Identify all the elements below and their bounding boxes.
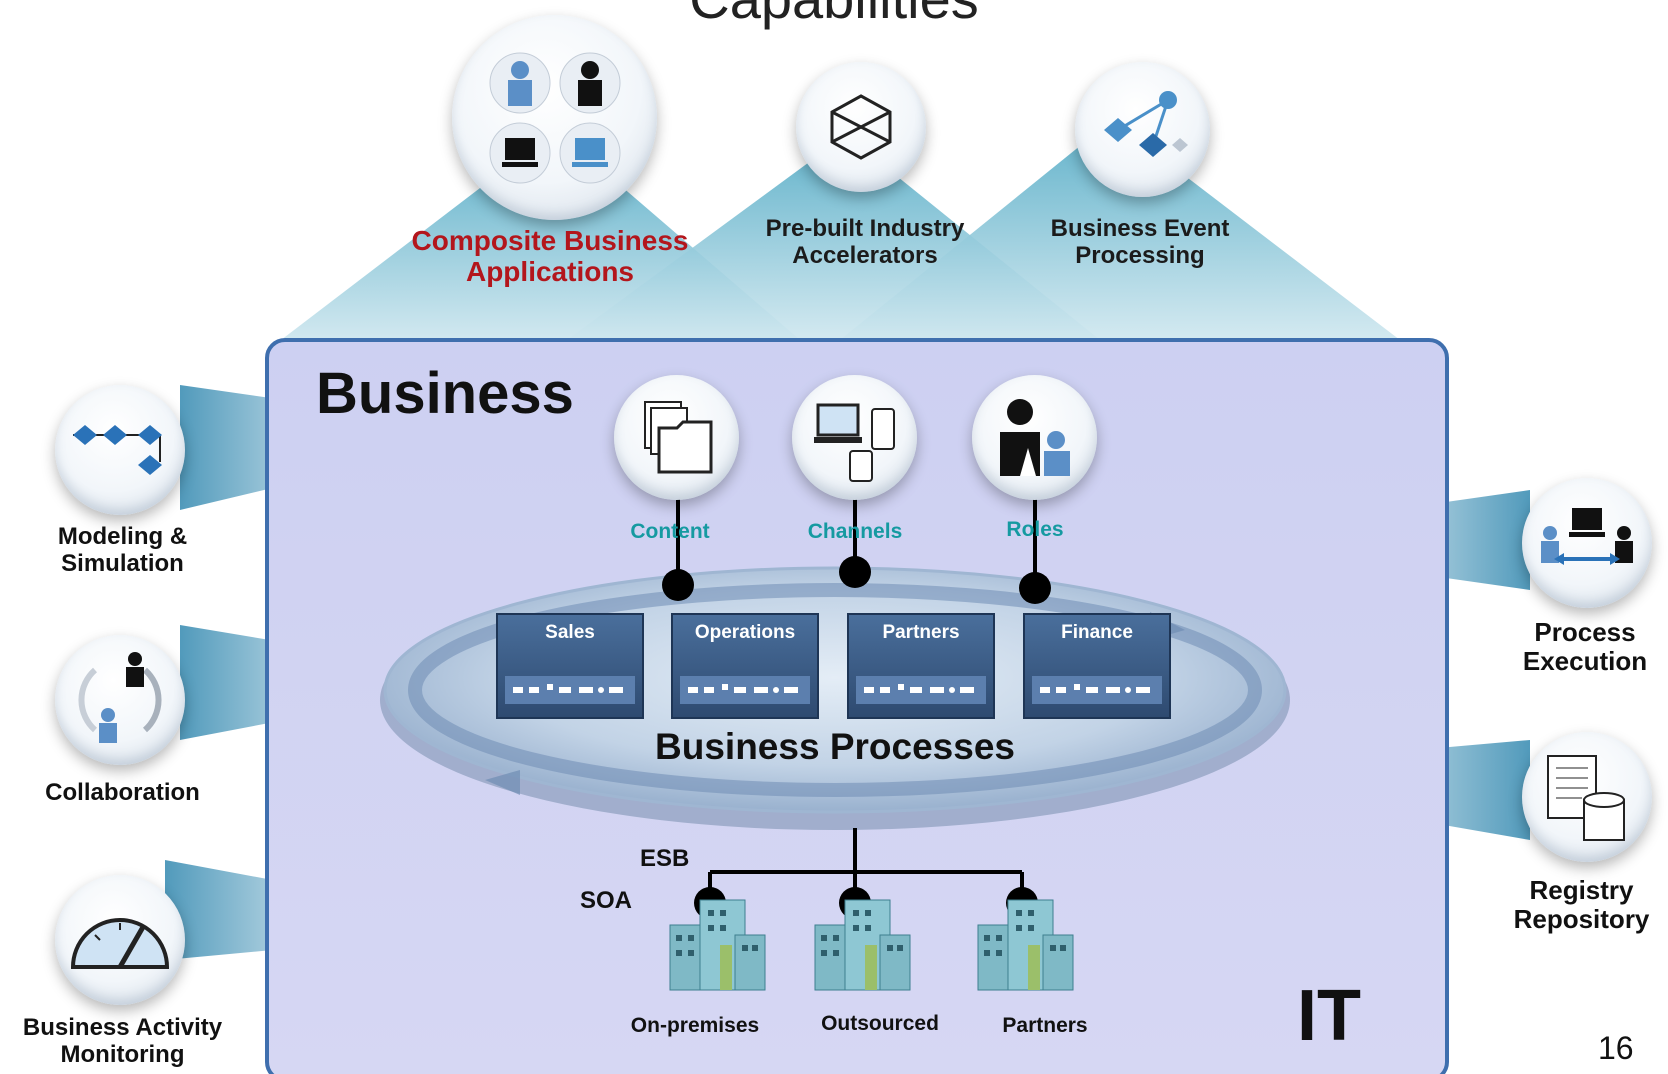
composite-apps-line2: Applications [465,256,634,288]
modeling-label: Modeling & Simulation [20,523,225,578]
roles-people-icon [972,375,1097,500]
process-box-graphic [1023,613,1171,719]
process-box-graphic [496,613,644,719]
prebuilt-line2: Accelerators [792,241,938,269]
content-connector-dot [662,569,694,601]
documents-folder-icon [614,375,739,500]
cycle-arrowhead-left [485,770,520,795]
collaboration-label: Collaboration [45,779,200,806]
registry-line1: Registry [1529,875,1634,905]
esb-label: ESB [640,845,690,872]
building-label-on-premises: On-premises [630,1014,760,1037]
prebuilt-accelerators-label: Pre-built Industry Accelerators [730,215,1000,270]
process-label-operations: Operations [694,622,796,643]
process-box-finance: Finance [1023,613,1171,719]
monitoring-line2: Monitoring [60,1040,185,1068]
building-icon [805,895,915,1000]
process-execution-icon [1522,478,1652,608]
building-icon [968,895,1078,1000]
business-processes-label: Business Processes [655,726,1015,767]
accelerator-cube-icon [796,62,926,192]
process-box-graphic [847,613,995,719]
business-event-label: Business Event Processing [1000,215,1280,270]
process-box-sales: Sales [496,613,644,719]
modeling-line1: Modeling & [57,523,188,550]
monitoring-line1: Business Activity [22,1014,223,1041]
it-heading: IT [1297,976,1361,1056]
registry-line2: Repository [1513,904,1650,935]
content-label: Content [630,520,710,543]
execution-line1: Process [1534,617,1636,647]
roles-connector-dot [1019,572,1051,604]
composite-apps-line1: Composite Business [411,225,689,256]
event-flow-icon [1075,62,1210,197]
gauge-icon [55,875,185,1005]
building-label-outsourced: Outsourced [821,1012,939,1035]
business-heading: Business [316,361,574,426]
monitoring-label: Business Activity Monitoring [0,1014,245,1069]
process-label-finance: Finance [1061,622,1133,643]
pyramid-event [840,120,1400,340]
process-model-icon [55,385,185,515]
building-icon [660,895,770,1000]
composite-apps-label: Composite Business Applications [380,225,720,288]
process-label-sales: Sales [545,622,595,643]
cycle-arrow-ring [408,583,1262,797]
registry-label: Registry Repository [1495,875,1668,935]
channels-connector-dot [839,556,871,588]
execution-label: Process Execution [1495,617,1668,677]
page-number: 16 [1598,1030,1634,1066]
event-line2: Processing [1075,241,1205,269]
roles-label: Roles [1006,518,1064,541]
collaboration-cycle-icon [55,635,185,765]
modeling-line2: Simulation [61,549,184,577]
execution-line2: Execution [1522,646,1648,677]
process-box-graphic [671,613,819,719]
process-box-operations: Operations [671,613,819,719]
page-title: Capabilities [0,0,1668,31]
process-box-partners: Partners [847,613,995,719]
prebuilt-line1: Pre-built Industry [765,215,965,242]
channels-label: Channels [807,520,903,543]
building-label-partners: Partners [1002,1014,1088,1037]
soa-label: SOA [580,887,633,914]
event-line1: Business Event [1050,215,1230,242]
process-label-partners: Partners [882,622,960,643]
users-and-computers-icon [452,15,657,220]
document-database-icon [1522,732,1652,862]
devices-icon [792,375,917,500]
